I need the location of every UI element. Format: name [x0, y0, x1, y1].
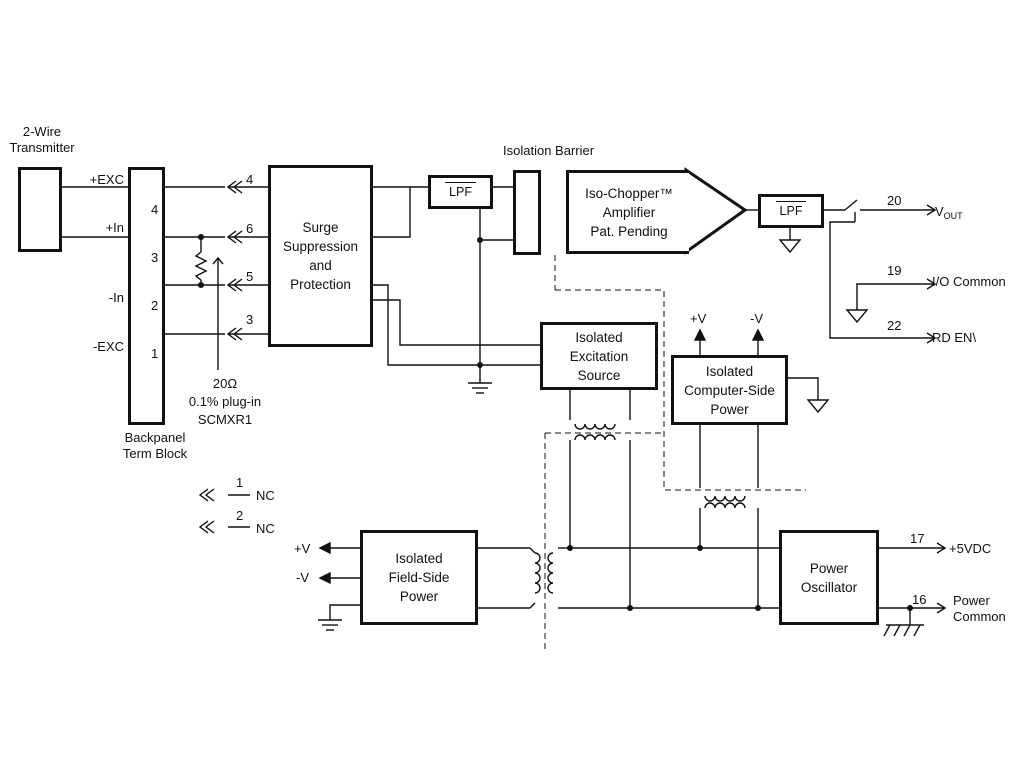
- term-pin-4: 4: [151, 202, 159, 217]
- output-pin-20: 20: [887, 193, 902, 208]
- connector-pin-3: 3: [246, 312, 254, 327]
- connector-pin-4: 4: [246, 172, 254, 187]
- output-pin-22: 22: [887, 318, 902, 333]
- resistor-line1: 0.1% plug-in: [188, 394, 262, 409]
- vout-label: VOUT: [935, 204, 963, 224]
- nc-pin-1: 1: [236, 475, 244, 490]
- field-side-power-block: Isolated Field-Side Power: [360, 530, 478, 625]
- connector-chevrons: [198, 180, 243, 534]
- rail-neg: -V: [750, 311, 763, 326]
- field-rail-neg: -V: [296, 570, 309, 585]
- computer-power-label: Isolated Computer-Side Power: [684, 363, 775, 417]
- output-pin-17: 17: [910, 531, 925, 546]
- excitation-source-block: Isolated Excitation Source: [540, 322, 658, 390]
- transmitter-label: 2-Wire Transmitter: [9, 124, 75, 155]
- connector-pin-6: 6: [246, 221, 254, 236]
- surge-label: Surge Suppression and Protection: [282, 220, 359, 292]
- field-power-label: Isolated Field-Side Power: [388, 551, 450, 604]
- isolation-barrier-label: Isolation Barrier: [503, 143, 595, 158]
- resistor-zigzag: [194, 251, 208, 281]
- power-common-label: Power Common: [953, 593, 1006, 624]
- io-common-label: I/O Common: [932, 274, 1006, 289]
- signal-in-plus: +In: [105, 220, 124, 235]
- term-pin-2: 2: [151, 298, 159, 313]
- lpf1-label: LPF: [445, 182, 476, 202]
- lpf2-label: LPF: [775, 201, 807, 221]
- field-rail-pos: +V: [294, 541, 311, 556]
- vdc-label: +5VDC: [949, 541, 992, 556]
- transmitter-box: [18, 167, 62, 252]
- output-pin-16: 16: [912, 592, 927, 607]
- lpf1-block: LPF: [428, 175, 493, 209]
- computer-side-power-block: Isolated Computer-Side Power: [671, 355, 788, 425]
- vout-main: V: [935, 204, 944, 219]
- amplifier-triangle: [684, 167, 748, 255]
- term-block-label: Backpanel Term Block: [122, 430, 188, 461]
- signal-exc-minus: -EXC: [92, 339, 124, 354]
- resistor-value: 20Ω: [212, 376, 238, 391]
- lpf2-block: LPF: [758, 194, 824, 228]
- vout-sub: OUT: [943, 211, 963, 221]
- oscillator-label: Power Oscillator: [800, 560, 858, 595]
- term-pin-3: 3: [151, 250, 159, 265]
- nc-pin-2: 2: [236, 508, 244, 523]
- nc-label-1: NC: [256, 488, 275, 503]
- amplifier-block: Iso-Chopper™ Amplifier Pat. Pending: [566, 170, 689, 254]
- rail-pos: +V: [690, 311, 707, 326]
- connector-pin-5: 5: [246, 269, 254, 284]
- signal-in-minus: -In: [108, 290, 124, 305]
- power-oscillator-block: Power Oscillator: [779, 530, 879, 625]
- isolation-barrier-block: [513, 170, 541, 255]
- signal-exc-plus: +EXC: [89, 172, 124, 187]
- junction-dots: [198, 234, 913, 611]
- output-pin-19: 19: [887, 263, 902, 278]
- surge-protection-block: Surge Suppression and Protection: [268, 165, 373, 347]
- resistor-line2: SCMXR1: [197, 412, 253, 427]
- excitation-label: Isolated Excitation Source: [569, 329, 629, 383]
- term-block: [128, 167, 165, 425]
- rd-en-label: RD EN\: [932, 330, 977, 345]
- amplifier-label: Iso-Chopper™ Amplifier Pat. Pending: [585, 185, 673, 239]
- term-pin-1: 1: [151, 346, 159, 361]
- nc-label-2: NC: [256, 521, 275, 536]
